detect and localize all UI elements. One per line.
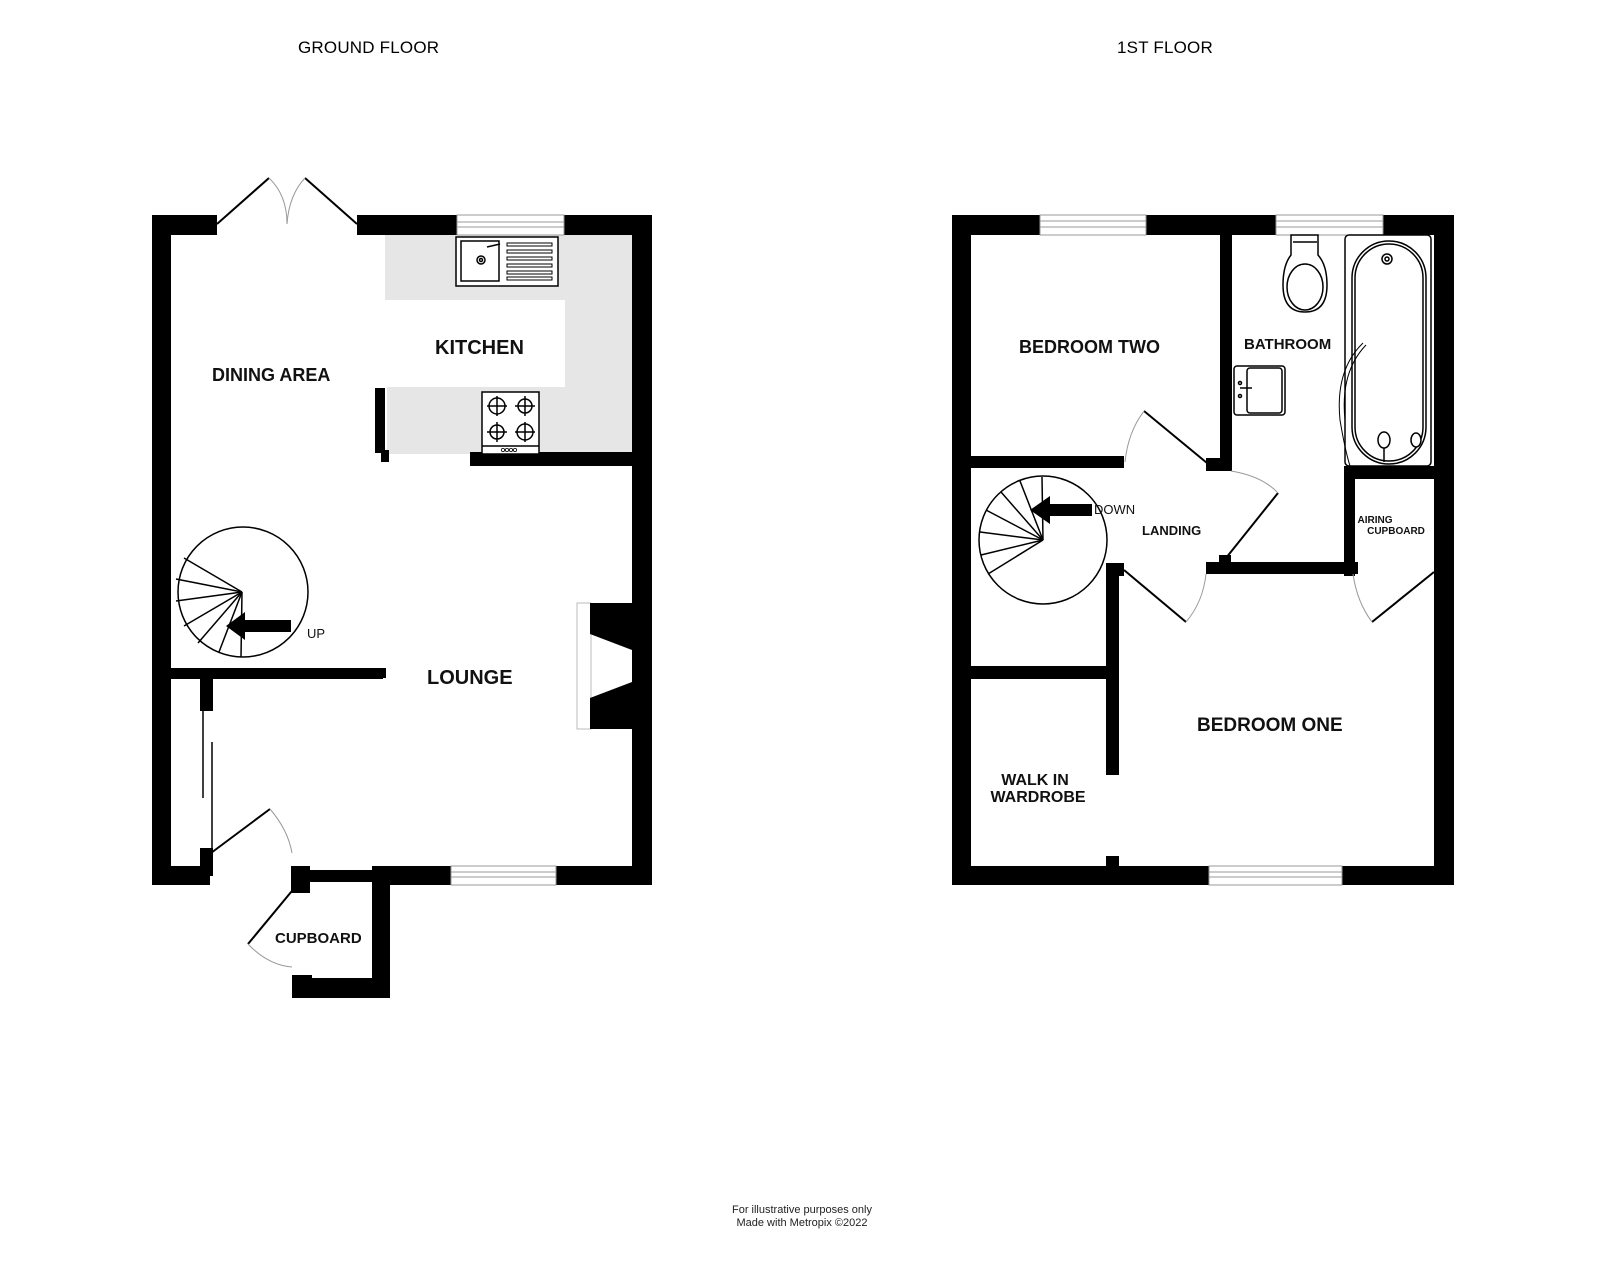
toilet-icon xyxy=(1282,234,1328,313)
basin-icon xyxy=(1233,365,1286,416)
first-floor-title: 1ST FLOOR xyxy=(1117,38,1213,57)
spiral-staircase-first xyxy=(978,475,1108,605)
spiral-staircase-ground xyxy=(175,526,309,658)
first-windows xyxy=(1039,214,1384,886)
room-label-landing: LANDING xyxy=(1142,523,1201,538)
room-label-airing-cupboard-line2: CUPBOARD xyxy=(1367,526,1425,537)
room-label-walk-in-line1: WALK IN xyxy=(1001,772,1069,789)
footer-disclaimer: For illustrative purposes only xyxy=(731,1204,872,1216)
room-label-walk-in-line2: WARDROBE xyxy=(990,789,1085,806)
footer: For illustrative purposes only Made with… xyxy=(0,1204,1600,1230)
ground-walls xyxy=(152,215,652,998)
bedroom-one-door xyxy=(1123,569,1207,623)
ground-floor-title: GROUND FLOOR xyxy=(298,38,440,57)
bathroom-door xyxy=(1225,470,1279,559)
first-floor-plan: DOWN BEDROOM TWO BATHROOM LANDING AIRING… xyxy=(952,214,1454,886)
fireplace-icon xyxy=(576,602,632,730)
room-label-dining-area: DINING AREA xyxy=(212,365,330,385)
footer-credit: Made with Metropix ©2022 xyxy=(736,1217,868,1229)
cupboard-door xyxy=(247,879,302,968)
room-label-bathroom: BATHROOM xyxy=(1244,336,1331,353)
stairs-up-arrow-icon xyxy=(226,612,291,640)
room-label-lounge: LOUNGE xyxy=(427,667,513,689)
room-label-bedroom-one: BEDROOM ONE xyxy=(1197,715,1343,736)
bath-icon xyxy=(1338,234,1432,467)
front-door xyxy=(210,808,293,854)
stairs-up-label: UP xyxy=(307,626,325,641)
sliding-door xyxy=(202,711,213,848)
airing-cupboard-door xyxy=(1352,571,1435,623)
room-label-cupboard: CUPBOARD xyxy=(275,930,362,947)
stairs-down-arrow-icon xyxy=(1030,496,1092,524)
stairs-down-label: DOWN xyxy=(1094,502,1135,517)
hob-icon xyxy=(481,391,540,455)
first-walls xyxy=(952,215,1454,885)
room-label-airing-cupboard-line1: AIRING xyxy=(1358,515,1393,526)
ground-windows xyxy=(450,214,565,886)
room-label-kitchen: KITCHEN xyxy=(435,337,524,359)
french-doors xyxy=(216,177,358,225)
room-label-bedroom-two: BEDROOM TWO xyxy=(1019,337,1160,357)
bedroom-two-door xyxy=(1124,410,1208,464)
kitchen-sink-icon xyxy=(455,236,559,287)
ground-floor-plan: UP DINING AREA KITCHEN LOUNGE CUPBOARD xyxy=(152,177,652,998)
